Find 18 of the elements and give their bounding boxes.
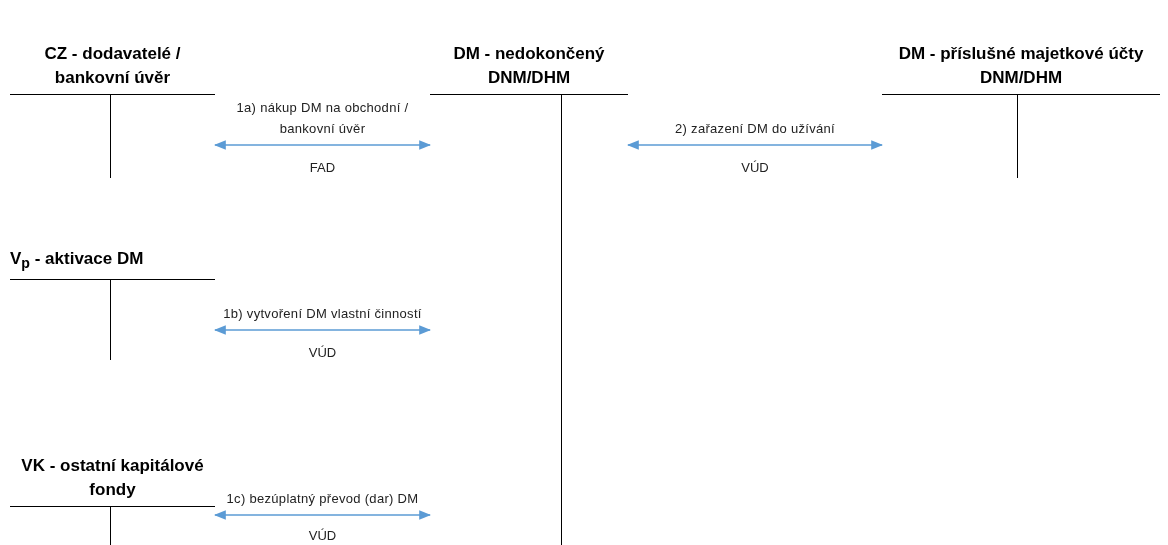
- account-title: DM - příslušné majetkové účty DNM/DHM: [897, 43, 1145, 89]
- edge-label: 1c) bezúplatný převod (dar) DM: [225, 490, 420, 508]
- double-arrow: [213, 510, 432, 520]
- account-title: CZ - dodavatelé / bankovní úvěr: [43, 43, 182, 89]
- edge-label: 2) zařazení DM do užívání: [674, 120, 836, 138]
- edge-label: 1a) nákup DM na obchodní / bankovní úvěr: [235, 99, 410, 138]
- document-type-label: VÚD: [740, 160, 770, 175]
- document-type-label: FAD: [308, 160, 337, 175]
- edge-label: 1b) vytvoření DM vlastní činností: [223, 305, 422, 323]
- document-type-label: VÚD: [307, 345, 338, 360]
- account-title: VK - ostatní kapitálové fondy: [20, 455, 205, 501]
- double-arrow: [626, 140, 884, 150]
- account-title: DM - nedokončený DNM/DHM: [452, 43, 606, 89]
- account-title: V$_{p}$ - aktivace DM: [10, 247, 145, 273]
- t-account: [10, 250, 215, 360]
- double-arrow: [213, 325, 432, 335]
- double-arrow: [213, 140, 432, 150]
- document-type-label: VÚD: [307, 528, 338, 543]
